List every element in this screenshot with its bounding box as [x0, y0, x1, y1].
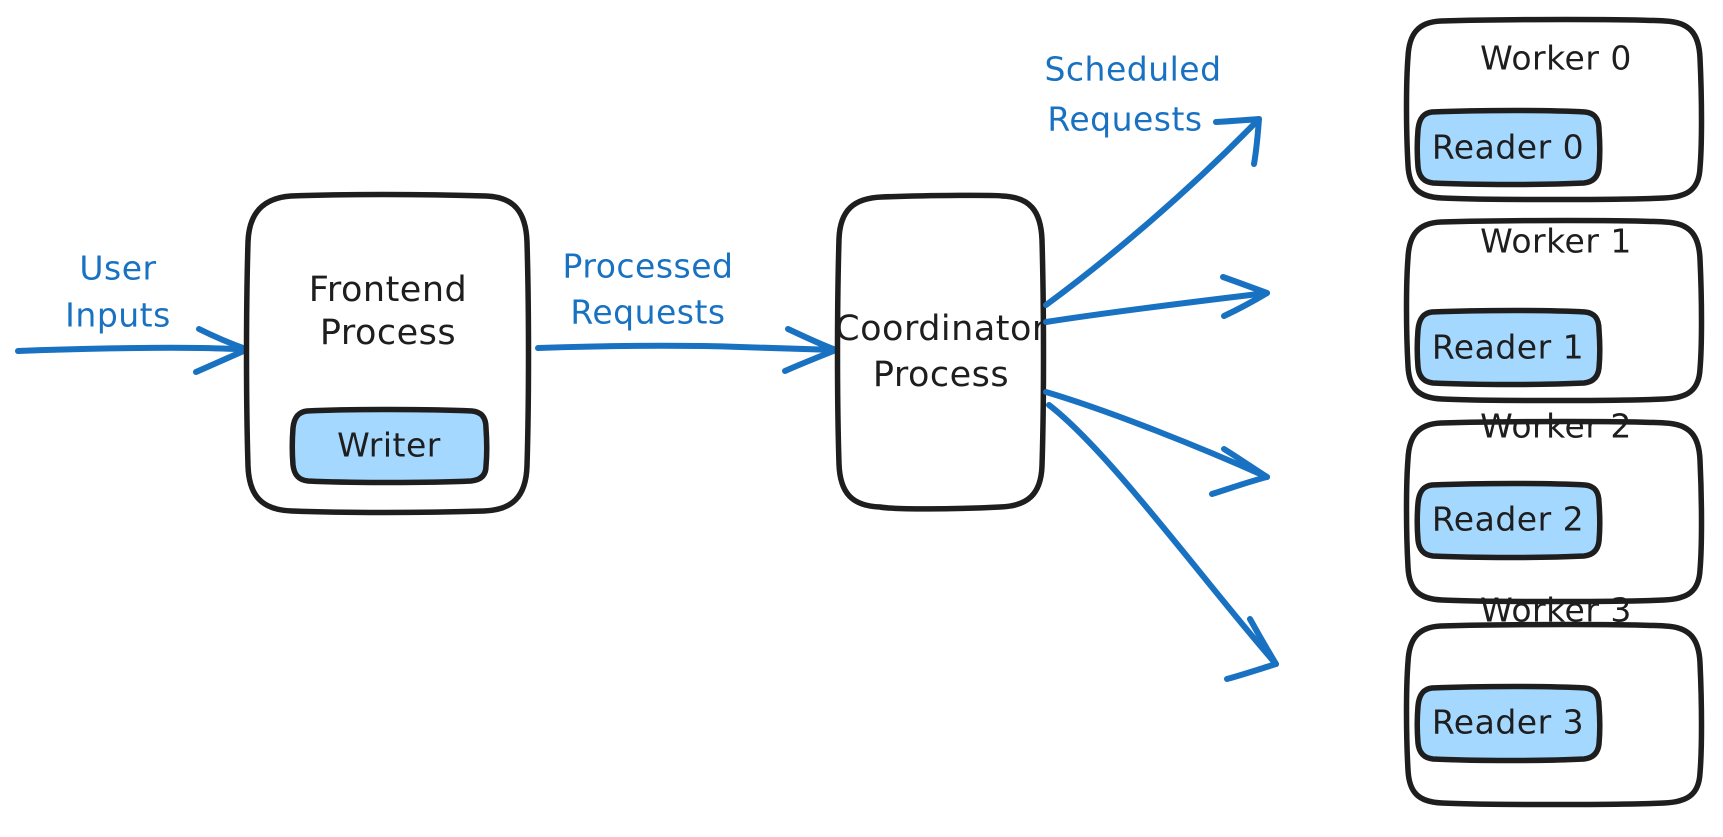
node-worker-3[interactable]: Worker 3 Reader 3	[1403, 591, 1705, 808]
worker-2-label: Worker 2	[1480, 407, 1632, 446]
node-reader-0[interactable]: Reader 0	[1414, 107, 1603, 188]
node-worker-0[interactable]: Worker 0 Reader 0	[1403, 16, 1705, 203]
writer-label: Writer	[337, 426, 441, 465]
reader-0-label: Reader 0	[1432, 128, 1584, 167]
coordinator-worker2-arrow-head	[1209, 446, 1270, 497]
node-writer[interactable]: Writer	[289, 406, 490, 486]
processed-requests-arrow-head	[782, 326, 839, 374]
worker-3-label: Worker 3	[1480, 591, 1632, 630]
coordinator-worker0-arrow-shaft	[1043, 116, 1262, 308]
reader-3-label: Reader 3	[1432, 703, 1584, 742]
processed-requests-arrow-shaft	[535, 342, 839, 353]
user-inputs-label-line1: User	[79, 249, 156, 288]
scheduled-requests-label-line2: Requests	[1047, 100, 1202, 139]
edge-coordinator-to-worker1	[1043, 274, 1270, 325]
coordinator-worker2-arrow-shaft	[1043, 389, 1270, 480]
coordinator-process-outline	[834, 192, 1047, 512]
reader-2-box-outline	[1414, 480, 1603, 561]
frontend-process-label-line2: Process	[320, 313, 456, 353]
reader-1-box-outline	[1414, 307, 1603, 388]
node-reader-2[interactable]: Reader 2	[1414, 480, 1603, 561]
edge-coordinator-to-worker0	[1043, 116, 1262, 308]
node-reader-1[interactable]: Reader 1	[1414, 307, 1603, 388]
reader-3-box-outline	[1414, 683, 1603, 764]
writer-box-outline	[289, 406, 490, 486]
reader-2-label: Reader 2	[1432, 500, 1584, 539]
coordinator-worker0-arrow-head	[1213, 116, 1262, 167]
edge-processed-requests	[535, 326, 839, 374]
user-inputs-arrow-shaft	[15, 344, 250, 354]
scheduled-requests-label-line1: Scheduled	[1044, 50, 1221, 89]
node-coordinator-process[interactable]: Coordinator Process	[834, 192, 1047, 512]
coordinator-worker1-arrow-shaft	[1043, 290, 1270, 325]
coordinator-worker3-arrow-shaft	[1046, 402, 1279, 667]
processed-requests-label-line1: Processed	[563, 247, 734, 286]
reader-0-box-outline	[1414, 107, 1603, 188]
edge-coordinator-to-worker3	[1046, 402, 1279, 682]
frontend-process-label-line1: Frontend	[309, 270, 467, 310]
worker-0-label: Worker 0	[1480, 39, 1632, 78]
user-inputs-arrow-head	[193, 326, 250, 375]
worker-1-label: Worker 1	[1480, 222, 1632, 261]
coordinator-process-label-line1: Coordinator	[835, 309, 1047, 349]
node-worker-1[interactable]: Worker 1 Reader 1	[1403, 217, 1705, 404]
processed-requests-label-line2: Requests	[570, 293, 725, 332]
coordinator-worker1-arrow-head	[1220, 274, 1270, 319]
edge-user-inputs	[15, 326, 250, 375]
node-reader-3[interactable]: Reader 3	[1414, 683, 1603, 764]
reader-1-label: Reader 1	[1432, 328, 1584, 367]
coordinator-worker3-arrow-head	[1224, 616, 1279, 682]
coordinator-process-label-line2: Process	[873, 355, 1009, 395]
user-inputs-label-line2: Inputs	[65, 296, 171, 335]
edge-coordinator-to-worker2	[1043, 389, 1270, 497]
node-worker-2[interactable]: Worker 2 Reader 2	[1403, 407, 1705, 605]
node-frontend-process[interactable]: Frontend Process Writer	[243, 191, 532, 516]
